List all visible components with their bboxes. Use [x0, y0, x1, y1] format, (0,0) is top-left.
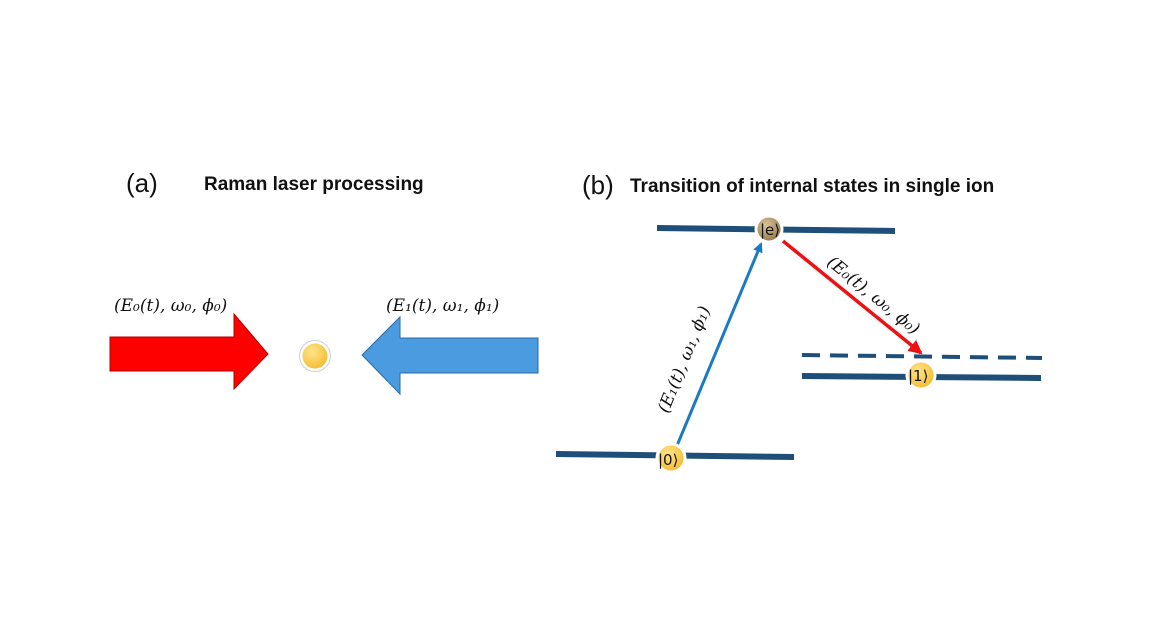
panel-a-title: Raman laser processing	[204, 174, 424, 195]
up-transition-arrow	[674, 242, 763, 449]
panel-a: (a) Raman laser processing (E₀(t), ω₀, ϕ…	[109, 168, 539, 396]
panel-a-label: (a)	[126, 168, 158, 198]
left-beam-label: (E₀(t), ω₀, ϕ₀)	[114, 296, 227, 316]
virtual-level-dashed	[801, 353, 1043, 360]
down-transition-label: (E₀(t), ω₀, ϕ₀)	[823, 252, 924, 339]
excited-ion	[754, 214, 784, 244]
state-0-ion	[655, 442, 687, 474]
right-beam-label: (E₁(t), ω₁, ϕ₁)	[386, 296, 499, 316]
ion	[299, 340, 331, 372]
panel-b-label: (b)	[582, 170, 614, 200]
excited-state-label: |e⟩	[760, 221, 780, 239]
state-0-label: |0⟩	[658, 451, 678, 469]
state-1-ion	[905, 359, 937, 391]
state-1-label: |1⟩	[908, 367, 928, 385]
down-transition-arrow	[781, 239, 923, 355]
up-transition-label: (E₁(t), ω₁, ϕ₁)	[654, 303, 715, 416]
panel-b-title: Transition of internal states in single …	[630, 176, 994, 197]
blue-laser-arrow	[361, 315, 539, 396]
panel-b: (b) Transition of internal states in sin…	[555, 170, 1043, 474]
red-laser-arrow	[109, 312, 269, 391]
